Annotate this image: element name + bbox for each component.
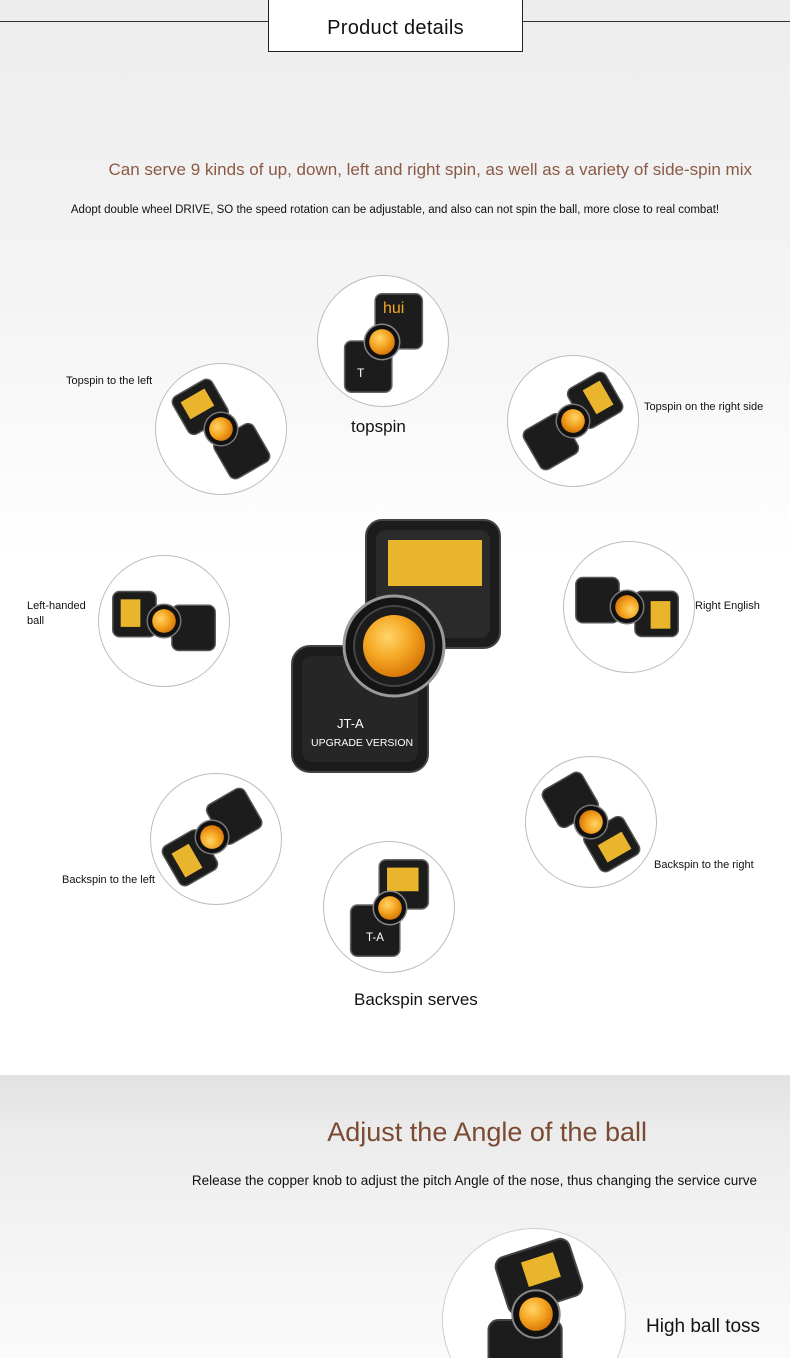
page-title: Product details: [327, 17, 464, 39]
angle-section: [0, 1075, 790, 1358]
spin-left-handed-image: [98, 555, 230, 687]
spin-right-english-label: Right English: [695, 600, 760, 612]
ball-machine-head-image: [290, 518, 502, 774]
backspin-device-text: T-A: [366, 932, 384, 944]
section-header: Product details: [268, 0, 523, 52]
high-ball-toss-label: High ball toss: [646, 1316, 761, 1337]
spin-backspin-image: [323, 841, 455, 973]
spin-backspin-label: Backspin serves: [354, 990, 478, 1009]
spin-headline: Can serve 9 kinds of up, down, left and …: [108, 160, 752, 179]
spin-topspin-left-label: Topspin to the left: [66, 375, 153, 387]
spin-subline: Adopt double wheel DRIVE, SO the speed r…: [70, 204, 720, 216]
spin-topspin-image: [317, 275, 449, 407]
spin-right-english-image: [563, 541, 695, 673]
spin-topspin-right-image: [507, 355, 639, 487]
center-model-text: JT-A: [337, 716, 364, 731]
spin-backspin-left-image: [150, 773, 282, 905]
center-version-text: UPGRADE VERSION: [311, 737, 414, 749]
header-divider-right: [523, 21, 790, 22]
spin-left-handed-label: Left-handed ball: [27, 600, 86, 627]
spin-topspin-left-image: [155, 363, 287, 495]
header-divider-left: [0, 21, 268, 22]
spin-backspin-left-label: Backspin to the left: [62, 874, 155, 886]
angle-subtitle: Release the copper knob to adjust the pi…: [191, 1173, 757, 1188]
spin-topspin-right-label: Topspin on the right side: [644, 401, 764, 413]
spin-backspin-right-label: Backspin to the right: [654, 859, 754, 871]
topspin-logo-text: hui: [383, 300, 405, 317]
angle-title: Adjust the Angle of the ball: [327, 1117, 647, 1147]
spin-backspin-right-image: [525, 756, 657, 888]
topspin-device-text: T: [357, 366, 365, 380]
spin-topspin-label: topspin: [351, 417, 406, 436]
high-ball-toss-image: [442, 1228, 626, 1358]
